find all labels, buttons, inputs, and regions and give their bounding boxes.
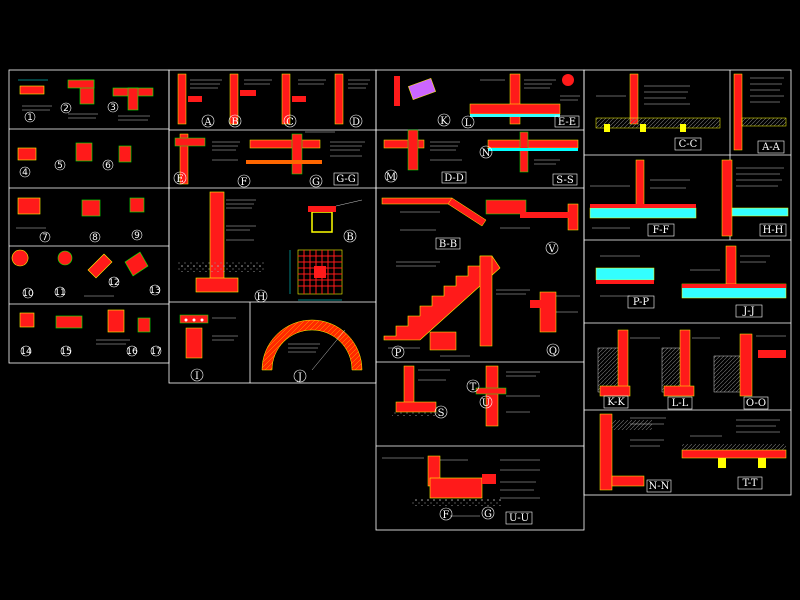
label-H: H: [257, 292, 266, 303]
label-12: 12: [108, 278, 119, 288]
label-U-U: U-U: [509, 513, 529, 524]
label-T-T: T-T: [742, 478, 757, 489]
label-E: E: [176, 174, 183, 185]
label-3: 3: [110, 103, 116, 113]
label-F-F: F-F: [653, 225, 670, 236]
label-J-J: J-J: [742, 306, 754, 317]
panel-2-labels: A B C D E F G G-G H B I J: [173, 114, 363, 383]
label-7: 7: [42, 233, 48, 243]
label-C-C: C-C: [679, 139, 698, 150]
panel-slab-stair-details: [381, 73, 580, 517]
panel-1-labels: 1 2 3 4 5 6 7 8 9 10 11 12 13 14 15 16 1…: [19, 101, 162, 357]
label-F: F: [241, 177, 248, 188]
label-A: A: [203, 117, 212, 128]
label-D-D: D-D: [444, 173, 464, 184]
label-U: U: [482, 398, 490, 409]
label-B-plan: B: [346, 232, 353, 243]
panel-wall-joints: [174, 73, 370, 371]
label-E-E: E-E: [558, 117, 576, 128]
label-C: C: [286, 117, 294, 128]
label-V: V: [547, 244, 556, 255]
label-B: B: [231, 117, 238, 128]
label-K-K: K-K: [607, 397, 625, 408]
label-K: K: [440, 116, 448, 127]
label-N-N: N-N: [649, 481, 670, 492]
panel-column-details: [11, 79, 154, 345]
label-N: N: [482, 148, 491, 159]
label-14: 14: [20, 347, 32, 357]
label-B-B: B-B: [439, 239, 457, 250]
label-10: 10: [22, 289, 34, 299]
label-L: L: [465, 118, 472, 129]
label-4: 4: [22, 168, 28, 178]
label-9: 9: [134, 231, 140, 241]
label-16: 16: [126, 347, 138, 357]
label-M: M: [386, 172, 396, 183]
label-D: D: [352, 117, 360, 128]
label-11: 11: [54, 288, 65, 298]
label-I: I: [195, 371, 199, 382]
label-8: 8: [92, 233, 98, 243]
label-O-O: O-O: [746, 398, 766, 409]
label-6: 6: [105, 161, 111, 171]
label-P: P: [395, 348, 402, 359]
label-15: 15: [60, 347, 71, 357]
label-S-S: S-S: [556, 175, 574, 186]
label-L-L: L-L: [672, 398, 689, 409]
label-F-lower: F: [443, 510, 450, 521]
label-2: 2: [63, 104, 69, 114]
label-J: J: [297, 372, 302, 383]
label-G: G: [312, 177, 320, 188]
panel-floor-wall-sections: [589, 73, 789, 491]
label-H-H: H-H: [763, 225, 784, 236]
label-T: T: [470, 382, 477, 393]
label-Q: Q: [549, 346, 557, 357]
label-G-lower: G: [484, 509, 492, 520]
panel-3-labels: K L E-E M D-D N S-S B-B V P Q S T U F G …: [384, 113, 580, 525]
panel-frames: [8, 69, 792, 531]
label-1: 1: [27, 113, 33, 123]
label-17: 17: [150, 347, 161, 357]
label-S: S: [438, 408, 445, 419]
label-A-A: A-A: [761, 142, 781, 153]
label-5: 5: [57, 161, 63, 171]
label-G-G: G-G: [336, 174, 356, 185]
label-13: 13: [149, 286, 160, 296]
panel-4-labels: C-C A-A F-F H-H P-P J-J K-K L-L O-O N-N …: [603, 137, 787, 493]
label-P-P: P-P: [633, 297, 650, 308]
